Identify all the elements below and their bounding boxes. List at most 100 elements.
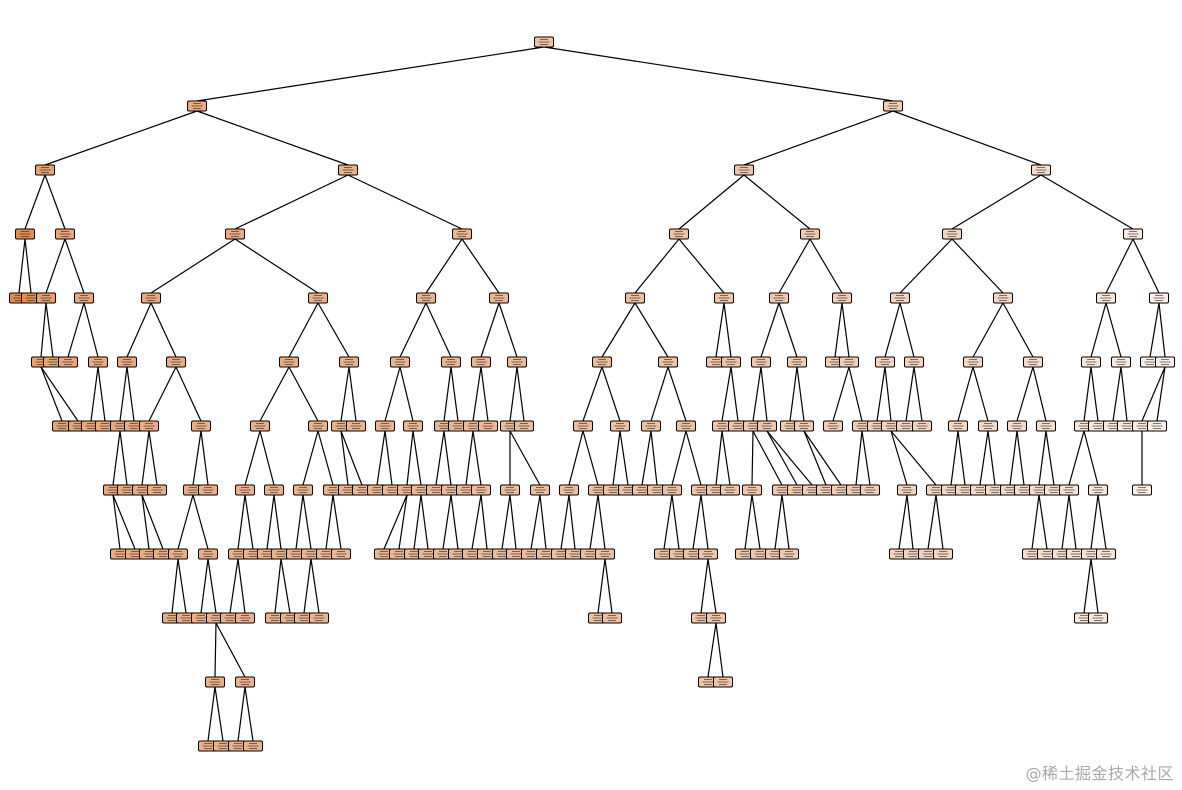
tree-edge xyxy=(40,366,63,422)
tree-edge xyxy=(744,494,753,550)
tree-node xyxy=(860,484,880,496)
tree-node xyxy=(346,420,366,432)
tree-node xyxy=(669,228,689,240)
tree-edge xyxy=(200,430,209,486)
tree-edge xyxy=(175,366,202,422)
tree-node xyxy=(375,420,395,432)
tree-node xyxy=(403,420,423,432)
tree-edge xyxy=(472,366,482,422)
tree-edge xyxy=(45,238,66,294)
tree-edge xyxy=(126,302,152,358)
tree-node xyxy=(1081,548,1101,560)
tree-node xyxy=(1022,548,1042,560)
tree-edge xyxy=(778,302,798,358)
tree-edge xyxy=(516,366,525,422)
tree-node xyxy=(1088,484,1108,496)
tree-edge xyxy=(890,430,937,486)
tree-edge xyxy=(450,366,459,422)
tree-edge xyxy=(707,622,717,678)
tree-node xyxy=(742,484,762,496)
tree-node xyxy=(714,292,734,304)
tree-node xyxy=(441,356,461,368)
tree-node xyxy=(728,420,748,432)
tree-node xyxy=(698,548,718,560)
tree-edge xyxy=(707,558,717,614)
tree-edge xyxy=(604,558,613,614)
tree-edge xyxy=(913,366,923,422)
tree-edge xyxy=(112,494,121,550)
tree-node xyxy=(779,548,799,560)
tree-node xyxy=(294,612,314,624)
tree-edge xyxy=(841,302,850,358)
tree-node xyxy=(1037,548,1057,560)
tree-edge xyxy=(376,430,386,486)
tree-edge xyxy=(1038,494,1048,550)
tree-edge xyxy=(141,494,150,550)
tree-node xyxy=(367,484,387,496)
tree-node xyxy=(1081,356,1101,368)
tree-node xyxy=(293,484,313,496)
tree-edge xyxy=(766,430,798,486)
tree-edge xyxy=(406,430,414,486)
tree-edge xyxy=(425,238,463,294)
tree-edge xyxy=(461,238,500,294)
tree-edge xyxy=(288,366,319,422)
tree-node xyxy=(489,292,509,304)
tree-edge xyxy=(803,430,842,486)
tree-edge xyxy=(207,558,217,614)
tree-edge xyxy=(667,366,687,422)
tree-edge xyxy=(67,302,85,358)
tree-node xyxy=(1096,292,1116,304)
tree-node xyxy=(654,548,674,560)
tree-node xyxy=(235,676,255,688)
tree-node xyxy=(662,484,682,496)
tree-edge xyxy=(789,366,798,422)
tree-node xyxy=(839,356,859,368)
tree-edge xyxy=(24,174,46,230)
tree-node xyxy=(1155,356,1175,368)
tree-edge xyxy=(480,494,488,550)
tree-edge xyxy=(906,494,914,550)
tree-node xyxy=(500,484,520,496)
tree-node xyxy=(713,676,733,688)
tree-node xyxy=(235,612,255,624)
tree-node xyxy=(168,548,188,560)
tree-node xyxy=(117,356,137,368)
tree-edge xyxy=(723,302,732,358)
tree-edge xyxy=(288,302,319,358)
tree-node xyxy=(912,420,932,432)
tree-edge xyxy=(148,430,158,486)
tree-node xyxy=(1014,484,1034,496)
tree-edge xyxy=(302,430,319,486)
tree-node xyxy=(625,292,645,304)
tree-edge xyxy=(273,494,282,550)
tree-node xyxy=(1029,484,1049,496)
tree-edge xyxy=(471,494,482,550)
tree-node xyxy=(225,228,245,240)
tree-edge xyxy=(568,430,584,486)
tree-node xyxy=(875,356,895,368)
tree-node xyxy=(641,420,661,432)
tree-edge xyxy=(141,430,150,486)
tree-edge xyxy=(1105,238,1134,294)
tree-edge xyxy=(957,430,966,486)
tree-edge xyxy=(700,558,709,614)
tree-edge xyxy=(663,494,673,550)
tree-node xyxy=(1096,548,1116,560)
tree-node xyxy=(1111,356,1131,368)
tree-edge xyxy=(196,110,349,166)
tree-edge xyxy=(601,302,636,358)
tree-edge xyxy=(340,430,349,486)
tree-edge xyxy=(743,110,894,166)
tree-node xyxy=(139,420,159,432)
tree-edge xyxy=(40,366,79,422)
tree-node xyxy=(1031,164,1051,176)
tree-edge xyxy=(834,302,843,358)
tree-edge xyxy=(480,366,489,422)
tree-edge xyxy=(597,494,606,550)
tree-edge xyxy=(927,494,937,550)
tree-edge xyxy=(192,430,202,486)
tree-node xyxy=(823,420,843,432)
tree-node xyxy=(228,740,248,752)
